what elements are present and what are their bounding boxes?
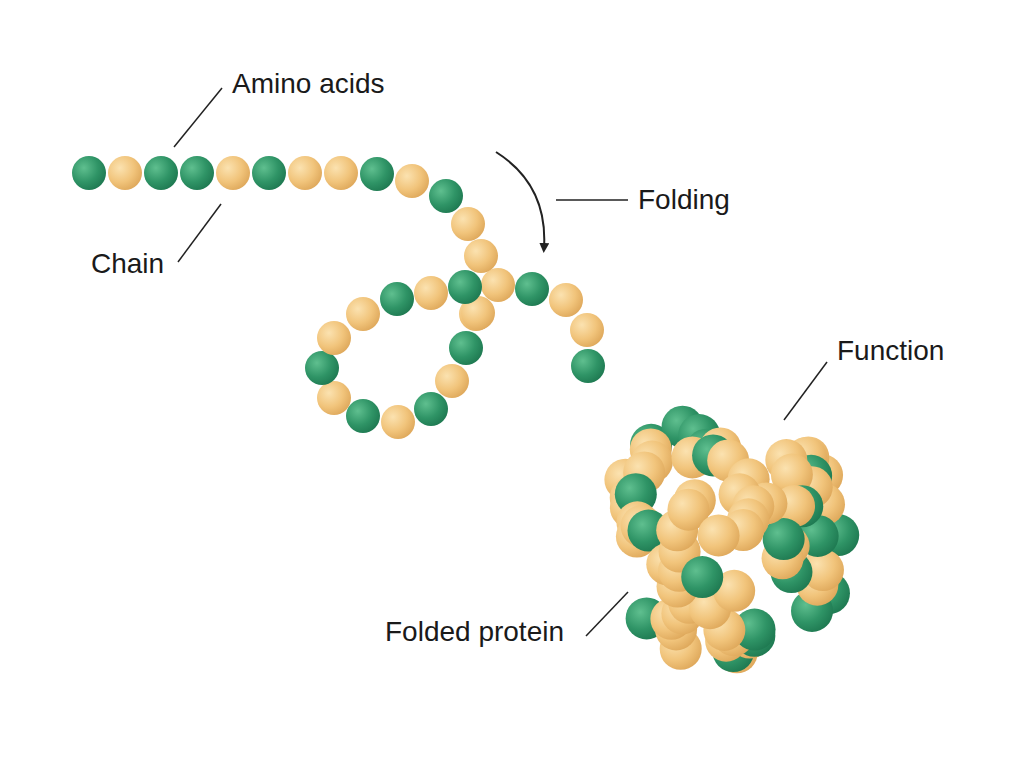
folded-protein [604,406,859,674]
part-label: Amino acids [232,70,385,98]
amino-acid-bead [681,556,723,598]
amino-acid-bead [549,283,583,317]
part-label: Folding [638,186,730,214]
amino-acid-bead [464,239,498,273]
amino-acid-bead [448,270,482,304]
amino-acid-bead [305,351,339,385]
amino-acid-bead [216,156,250,190]
amino-acid-bead [449,331,483,365]
part-label: Folded protein [385,618,564,646]
amino-acid-bead [360,157,394,191]
folding-arrow [496,152,544,248]
part-label: Function [837,337,944,365]
amino-acid-bead [346,399,380,433]
amino-acid-bead [698,514,740,556]
amino-acid-bead [429,179,463,213]
amino-acid-bead [324,156,358,190]
amino-acid-bead [414,276,448,310]
amino-acid-bead [435,364,469,398]
amino-acid-bead [144,156,178,190]
amino-acid-bead [451,207,485,241]
amino-acid-bead [180,156,214,190]
amino-acid-bead [570,313,604,347]
amino-acid-bead [481,268,515,302]
amino-acid-bead [763,518,805,560]
leader-lines [174,88,827,636]
amino-acid-bead [346,297,380,331]
part-label: Chain [91,250,164,278]
amino-acid-bead [317,381,351,415]
amino-acid-chain [72,156,605,439]
amino-acid-bead [317,321,351,355]
amino-acid-bead [395,164,429,198]
amino-acid-bead [108,156,142,190]
amino-acid-bead [381,405,415,439]
amino-acid-bead [72,156,106,190]
amino-acid-bead [380,282,414,316]
amino-acid-bead [288,156,322,190]
amino-acid-bead [252,156,286,190]
amino-acid-bead [515,272,549,306]
amino-acid-bead [414,392,448,426]
amino-acid-bead [571,349,605,383]
